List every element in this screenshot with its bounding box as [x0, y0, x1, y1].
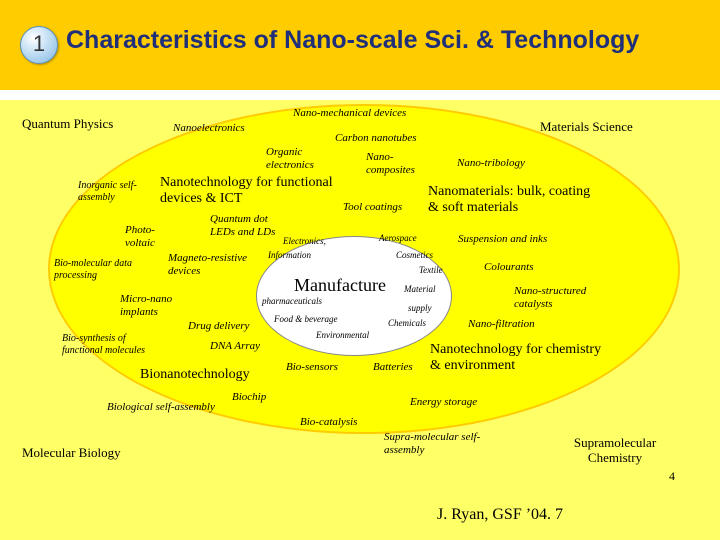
domain-manufacture: Manufacture [294, 275, 386, 295]
label-nanocomposites: Nano-composites [366, 151, 415, 176]
label-dna-array: DNA Array [210, 340, 261, 352]
label-magnetoresistive-devices: Magneto-resistive devices [168, 252, 248, 277]
domain-nanomaterials: Nanomaterials: bulk, coating & soft mate… [428, 184, 591, 216]
domain-chemistry-environment: Nanotechnology for chemistry & environme… [430, 342, 602, 374]
label-nanostructured-catalysts: Nano-structured catalysts [514, 285, 587, 310]
manufacture-core-ellipse [256, 236, 452, 356]
core-label-supply: supply [408, 303, 432, 313]
field-supramolecular-chemistry: Supramolecular Chemistry [573, 435, 657, 465]
label-energy-storage: Energy storage [410, 396, 478, 408]
label-tool-coatings: Tool coatings [343, 201, 403, 213]
label-nano-tribology: Nano-tribology [457, 157, 525, 169]
label-biochip: Biochip [232, 391, 267, 403]
credit-line: J. Ryan, GSF ’04. 7 [437, 506, 564, 523]
label-carbon-nanotubes: Carbon nanotubes [335, 132, 417, 144]
label-colourants: Colourants [484, 261, 534, 273]
core-label-environmental: Environmental [316, 330, 370, 340]
label-nano-mechanical-devices: Nano-mechanical devices [293, 107, 407, 119]
core-label-material: Material [404, 284, 436, 294]
field-quantum-physics: Quantum Physics [22, 116, 114, 131]
label-nano-filtration: Nano-filtration [468, 318, 535, 330]
field-molecular-biology: Molecular Biology [22, 445, 121, 460]
label-bio-sensors: Bio-sensors [286, 361, 338, 373]
label-photovoltaic: Photo-voltaic [125, 224, 155, 249]
page-number: 4 [669, 469, 675, 483]
domain-functional-devices-ict: Nanotechnology for functional devices & … [160, 175, 333, 207]
core-label-pharmaceuticals: pharmaceuticals [262, 296, 322, 306]
core-label-chemicals: Chemicals [388, 318, 426, 328]
label-biomolecular-data-processing: Bio-molecular data processing [54, 258, 133, 281]
field-materials-science: Materials Science [540, 119, 633, 134]
label-drug-delivery: Drug delivery [188, 320, 250, 332]
label-micro-nano-implants: Micro-nano implants [120, 293, 173, 318]
slide-title: Characteristics of Nano-scale Sci. & Tec… [66, 26, 640, 54]
nanotechnology-ellipse [48, 104, 680, 434]
core-label-cosmetics: Cosmetics [396, 250, 433, 260]
label-quantum-dot: Quantum dot LEDs and LDs [210, 213, 276, 238]
core-label-information: Information [268, 250, 312, 260]
label-biological-self-assembly: Biological self-assembly [107, 401, 215, 413]
label-nanoelectronics: Nanoelectronics [173, 122, 245, 134]
label-supramolecular-self-assembly: Supra-molecular self-assembly [384, 431, 481, 456]
title-banner [0, 0, 720, 90]
section-number: 1 [32, 31, 46, 56]
label-bio-catalysis: Bio-catalysis [300, 416, 358, 428]
label-suspension-inks: Suspension and inks [458, 233, 548, 245]
core-label-food-beverage: Food & beverage [274, 314, 338, 324]
domain-bionanotechnology: Bionanotechnology [140, 367, 250, 382]
label-biosynthesis-functional-molecules: Bio-synthesis of functional molecules [62, 333, 146, 356]
label-inorganic-self-assembly: Inorganic self-assembly [78, 180, 137, 203]
core-label-aerospace: Aerospace [379, 233, 417, 243]
core-label-textile: Textile [419, 265, 443, 275]
core-label-electronics: Electronics, [283, 236, 326, 246]
label-organic-electronics: Organic electronics [266, 146, 314, 171]
label-batteries: Batteries [373, 361, 413, 373]
section-badge: 1 [20, 26, 58, 64]
